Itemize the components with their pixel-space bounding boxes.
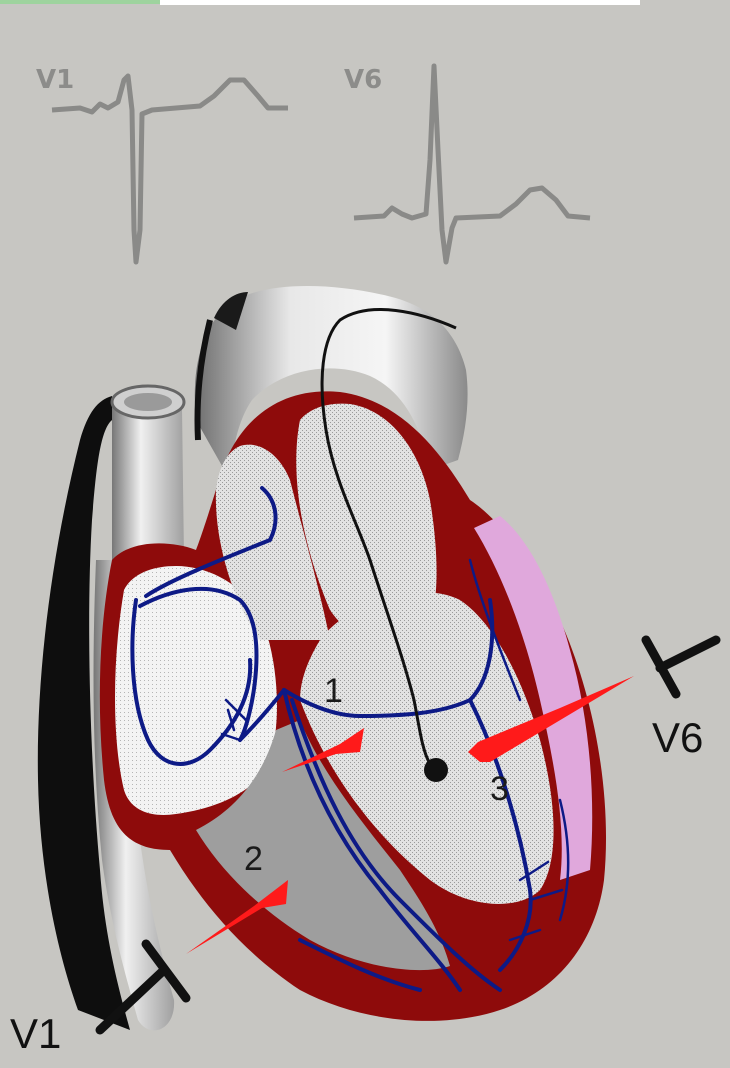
lead-v1-label: V1 xyxy=(10,1010,61,1057)
ecg-v6-trace: V6 xyxy=(344,65,590,262)
ecg-v1-label: V1 xyxy=(36,65,74,95)
ecg-v6-label: V6 xyxy=(344,65,382,95)
vector-label-2: 2 xyxy=(244,840,263,878)
ecg-v1-trace: V1 xyxy=(36,65,288,262)
electrode-tip xyxy=(424,758,448,782)
vector-label-1: 1 xyxy=(324,672,343,710)
top-bar-white xyxy=(160,0,640,5)
lead-v6-label: V6 xyxy=(652,714,703,761)
top-bar-green xyxy=(0,0,160,4)
lead-v6-electrode xyxy=(646,640,716,694)
vector-label-3: 3 xyxy=(490,770,509,808)
